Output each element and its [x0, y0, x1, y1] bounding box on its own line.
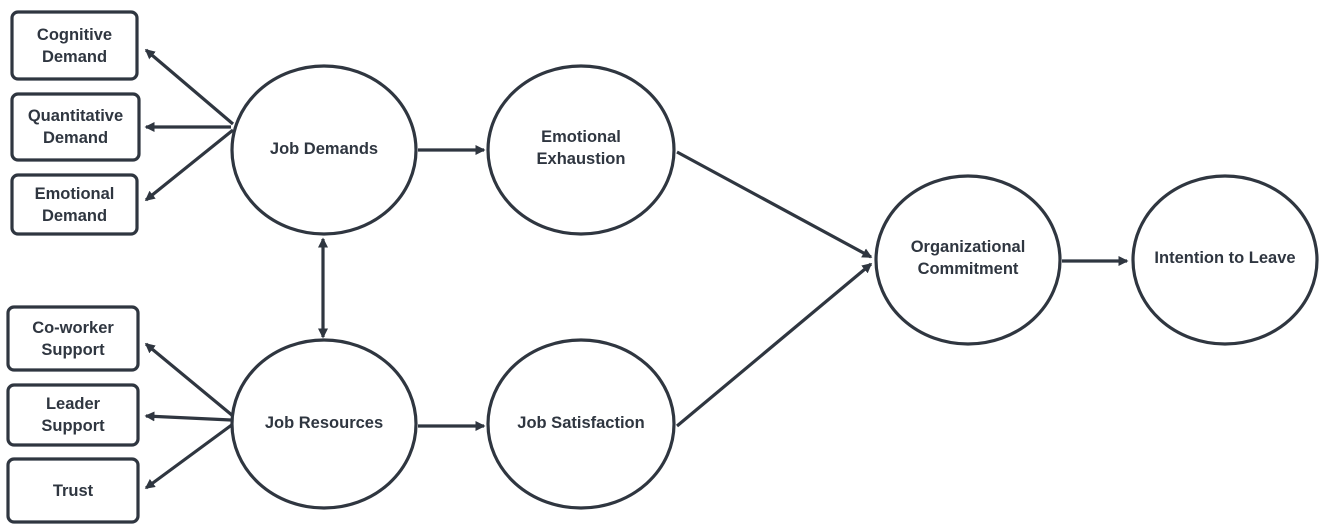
node-ellipse-emotional-exhaustion: [486, 64, 676, 236]
node-box-cognitive-demand: [10, 10, 139, 81]
node-box-emotional-demand: [10, 173, 139, 236]
node-box-leader-support: [6, 383, 140, 447]
node-box-trust: [6, 457, 140, 524]
node-ellipse-job-resources: [230, 338, 418, 510]
node-ellipse-job-demands: [230, 64, 418, 236]
edge-emotional-exhaustion-to-organizational-commitment: [676, 150, 873, 259]
edge-job-resources-to-coworker-support: [144, 342, 235, 418]
edge-job-satisfaction-to-organizational-commitment: [675, 262, 873, 428]
edge-job-demands-to-emotional-demand: [144, 128, 235, 202]
edge-job-resources-to-trust: [144, 422, 234, 490]
node-ellipse-intention-to-leave: [1131, 174, 1319, 346]
node-box-coworker-support: [6, 305, 140, 372]
edge-job-resources-to-leader-support: [144, 411, 232, 422]
node-ellipse-job-satisfaction: [486, 338, 676, 510]
node-box-quantitative-demand: [10, 92, 141, 162]
node-ellipse-organizational-commitment: [874, 174, 1062, 346]
edge-job-demands-to-cognitive-demand: [144, 48, 235, 126]
